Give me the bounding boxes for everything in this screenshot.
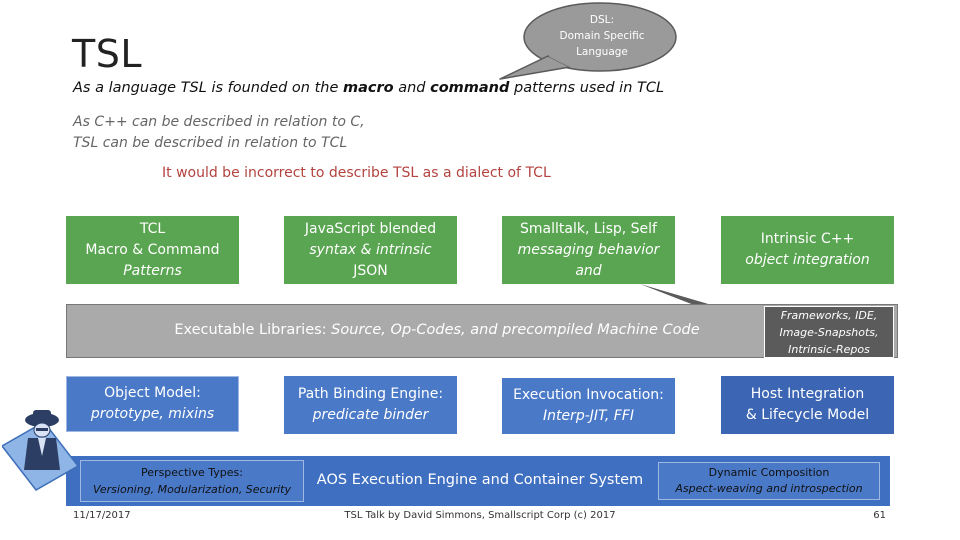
slide-title: TSL (72, 32, 143, 76)
bubble-line-1: DSL: (589, 14, 615, 26)
dialect-warning: It would be incorrect to describe TSL as… (162, 165, 551, 181)
path-binding-box: Path Binding Engine: predicate binder (284, 376, 457, 434)
perspective-text: Perspective Types: Versioning, Modulariz… (93, 466, 291, 496)
frameworks-box: Frameworks, IDE, Image-Snapshots, Intrin… (764, 306, 894, 358)
bubble-line-3: Language (576, 46, 628, 58)
perspective-box (80, 460, 304, 502)
libraries-bar (66, 304, 898, 358)
bubble-text: DSL: Domain Specific Language (548, 12, 656, 60)
comparison-line-2: TSL can be described in relation to TCL (73, 135, 348, 151)
footer-credit: TSL Talk by David Simmons, Smallscript C… (344, 510, 616, 521)
object-model-box: Object Model: prototype, mixins (66, 376, 239, 432)
cpp-box: Intrinsic C++ object integration (721, 216, 894, 284)
bubble-line-2: Domain Specific (559, 30, 645, 42)
javascript-box: JavaScript blended syntax & intrinsic JS… (284, 216, 457, 284)
comparison-line-1: As C++ can be described in relation to C… (73, 114, 365, 130)
page-number: 61 (873, 510, 886, 521)
libraries-text: Executable Libraries: Source, Op-Codes, … (174, 322, 700, 338)
intro-line: As a language TSL is founded on the macr… (73, 80, 665, 96)
comparison-text: As C++ can be described in relation to C… (73, 112, 365, 154)
tcl-box: TCL Macro & Command Patterns (66, 216, 239, 284)
speech-bubble (499, 2, 677, 80)
engine-label: AOS Execution Engine and Container Syste… (316, 472, 644, 488)
execution-box: Execution Invocation: Interp-JIT, FFI (502, 378, 675, 434)
dynamic-box (658, 462, 880, 500)
footer-date: 11/17/2017 (73, 510, 131, 521)
dynamic-text: Dynamic Composition Aspect-weaving and i… (675, 466, 863, 495)
host-integration-box: Host Integration & Lifecycle Model (721, 376, 894, 434)
smalltalk-box: Smalltalk, Lisp, Self messaging behavior… (502, 216, 675, 284)
spy-logo-icon (2, 410, 80, 491)
